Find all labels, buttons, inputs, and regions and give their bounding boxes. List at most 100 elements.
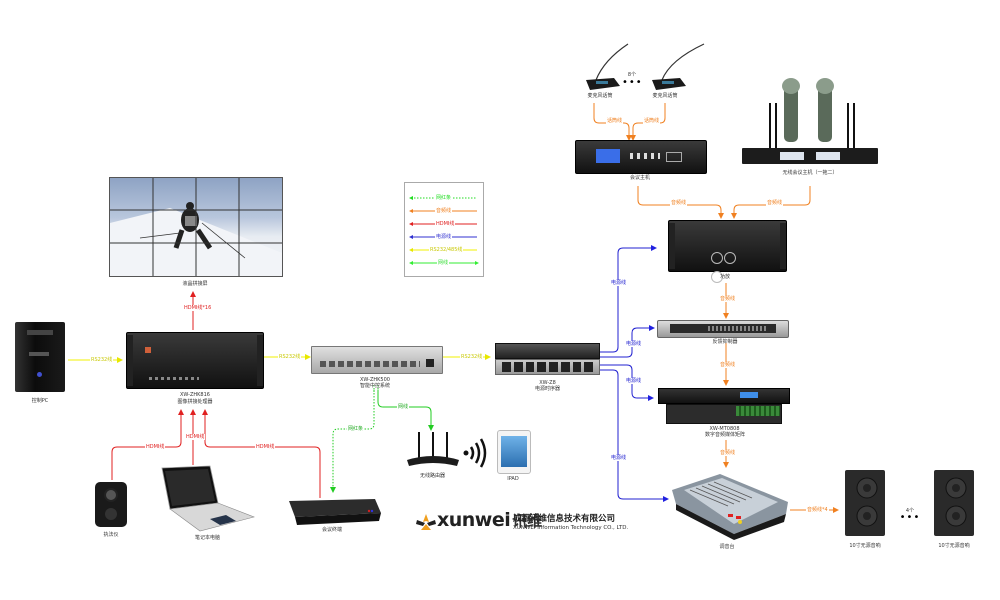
mic-unit-1	[586, 43, 629, 90]
amplifier-label: 功放	[719, 274, 730, 280]
wire-label: RS232线	[90, 357, 114, 363]
splicer-label: 图像拼接处理器	[177, 399, 213, 405]
wireless-router	[407, 432, 459, 466]
power-switch	[666, 152, 682, 162]
speaker-2-label: 10寸无源音响	[938, 543, 970, 549]
ipad-screen	[501, 436, 527, 467]
xunwei-logo-icon	[416, 514, 436, 530]
amplifier	[668, 220, 787, 283]
wire-label: 话筒线	[606, 118, 624, 124]
audio-matrix-label: 数字音频媒体矩阵	[704, 432, 745, 438]
wire-label: 电源线	[610, 280, 628, 286]
mic-unit-1-label: 麦克风话筒	[587, 93, 613, 99]
terminal-blocks	[736, 406, 780, 416]
wire-power-amp	[600, 245, 657, 353]
ipad-label: IPAD	[507, 476, 519, 482]
camera-lens-icon	[104, 488, 118, 502]
speaker-1	[845, 470, 885, 536]
wire-network-terminal	[330, 390, 375, 493]
wifi-signal-icon	[463, 438, 487, 468]
video-wall-image	[110, 178, 282, 276]
wire-label: RS232线	[278, 354, 302, 360]
legend-label: HDMI线	[435, 221, 456, 227]
conference-terminal-label: 会议终端	[321, 527, 342, 533]
wire-label: 音频线	[670, 200, 688, 206]
brand-name-en: xunwei	[437, 509, 511, 531]
body-camera	[95, 482, 127, 527]
wire-label: HDMI线*16	[183, 305, 213, 311]
meter-leds	[708, 326, 768, 331]
ipad	[497, 430, 531, 474]
video-wall	[109, 177, 283, 277]
wire-network-router	[377, 390, 431, 430]
feedback-suppressor-label: 反馈抑制器	[712, 339, 738, 345]
speaker-1-label: 10寸无源音响	[849, 543, 881, 549]
conference-host-label: 会议主机	[629, 175, 650, 181]
outlet-row	[495, 359, 600, 375]
wire-label: 话筒线	[643, 118, 661, 124]
wire-label: 网红条	[347, 426, 365, 432]
splicer-model: XW-ZHK816	[180, 392, 210, 398]
power-socket-icon	[426, 359, 434, 367]
wire-label: 音频线	[719, 450, 737, 456]
mic-unit-2-label: 麦克风话筒	[652, 93, 678, 99]
speaker-2	[934, 470, 974, 536]
ellipsis-icon: •••	[899, 512, 921, 523]
wire-label: 音频线	[719, 296, 737, 302]
laptop-label: 笔记本电脑	[194, 535, 220, 541]
lcd-screen	[596, 149, 620, 163]
legend-label: 网线	[437, 260, 450, 266]
control-pc	[15, 322, 65, 392]
control-pc-label: 控制PC	[31, 398, 49, 404]
conference-terminal	[289, 499, 381, 525]
power-sequencer	[495, 343, 600, 377]
legend: 网红条 音频线 HDMI线 电源线 RS232/485线 网线	[404, 182, 484, 277]
wireless-mic-label: 无线会议主机（一拖二）	[782, 170, 838, 176]
central-control-model: XW-ZHK500	[360, 377, 390, 383]
legend-label: 音频线	[435, 208, 453, 214]
brand-logo-icon	[145, 347, 151, 353]
video-wall-label: 液晶拼接屏	[182, 281, 208, 287]
front-panel	[29, 352, 49, 356]
central-control	[311, 346, 443, 374]
wire-label: 网线	[397, 404, 410, 410]
wire-label: 电源线	[610, 455, 628, 461]
drive-bay	[27, 330, 53, 335]
feedback-suppressor	[657, 320, 789, 338]
company-name-cn: 成都讯维信息技术有限公司	[513, 514, 616, 524]
laptop	[161, 465, 255, 532]
audio-matrix	[658, 388, 790, 424]
mic-count-label: 8个	[627, 72, 637, 78]
ellipsis-icon: •••	[622, 77, 643, 88]
legend-label: 网红条	[435, 195, 453, 201]
wire-label: RS232线	[460, 354, 484, 360]
wire-label: 电源线	[625, 341, 643, 347]
mixer	[672, 474, 788, 540]
wire-power-mixer	[600, 369, 669, 502]
nav-buttons	[630, 153, 660, 159]
wire-label: 音频线	[719, 362, 737, 368]
wire-label: 音频线*4	[806, 507, 829, 513]
central-control-label: 智能中控系统	[359, 383, 390, 389]
power-sequencer-label: 电源时序器	[534, 386, 560, 392]
speaker-count-label: 4个	[905, 508, 915, 514]
audio-matrix-model: XW-MT0808	[709, 426, 740, 432]
wire-label: HDMI线	[185, 434, 206, 440]
police-emblem-icon	[105, 508, 117, 520]
company-name-en: XUNWEI Information Technology CO., LTD.	[513, 525, 629, 531]
front-buttons	[149, 377, 199, 380]
wire-label: 音频线	[766, 200, 784, 206]
legend-label: 电源线	[435, 234, 453, 240]
router-label: 无线路由器	[419, 473, 445, 479]
wire-label: 电源线	[625, 378, 643, 384]
image-splicer	[126, 332, 264, 389]
wire-label: HDMI线	[145, 444, 166, 450]
mic-unit-2	[652, 43, 705, 90]
body-camera-label: 执法仪	[103, 532, 119, 538]
brand-name-cn: 讯维	[512, 512, 543, 530]
wire-label: HDMI线	[255, 444, 276, 450]
volume-knobs	[711, 249, 747, 283]
conference-host	[575, 140, 707, 174]
power-led-icon	[37, 372, 42, 377]
